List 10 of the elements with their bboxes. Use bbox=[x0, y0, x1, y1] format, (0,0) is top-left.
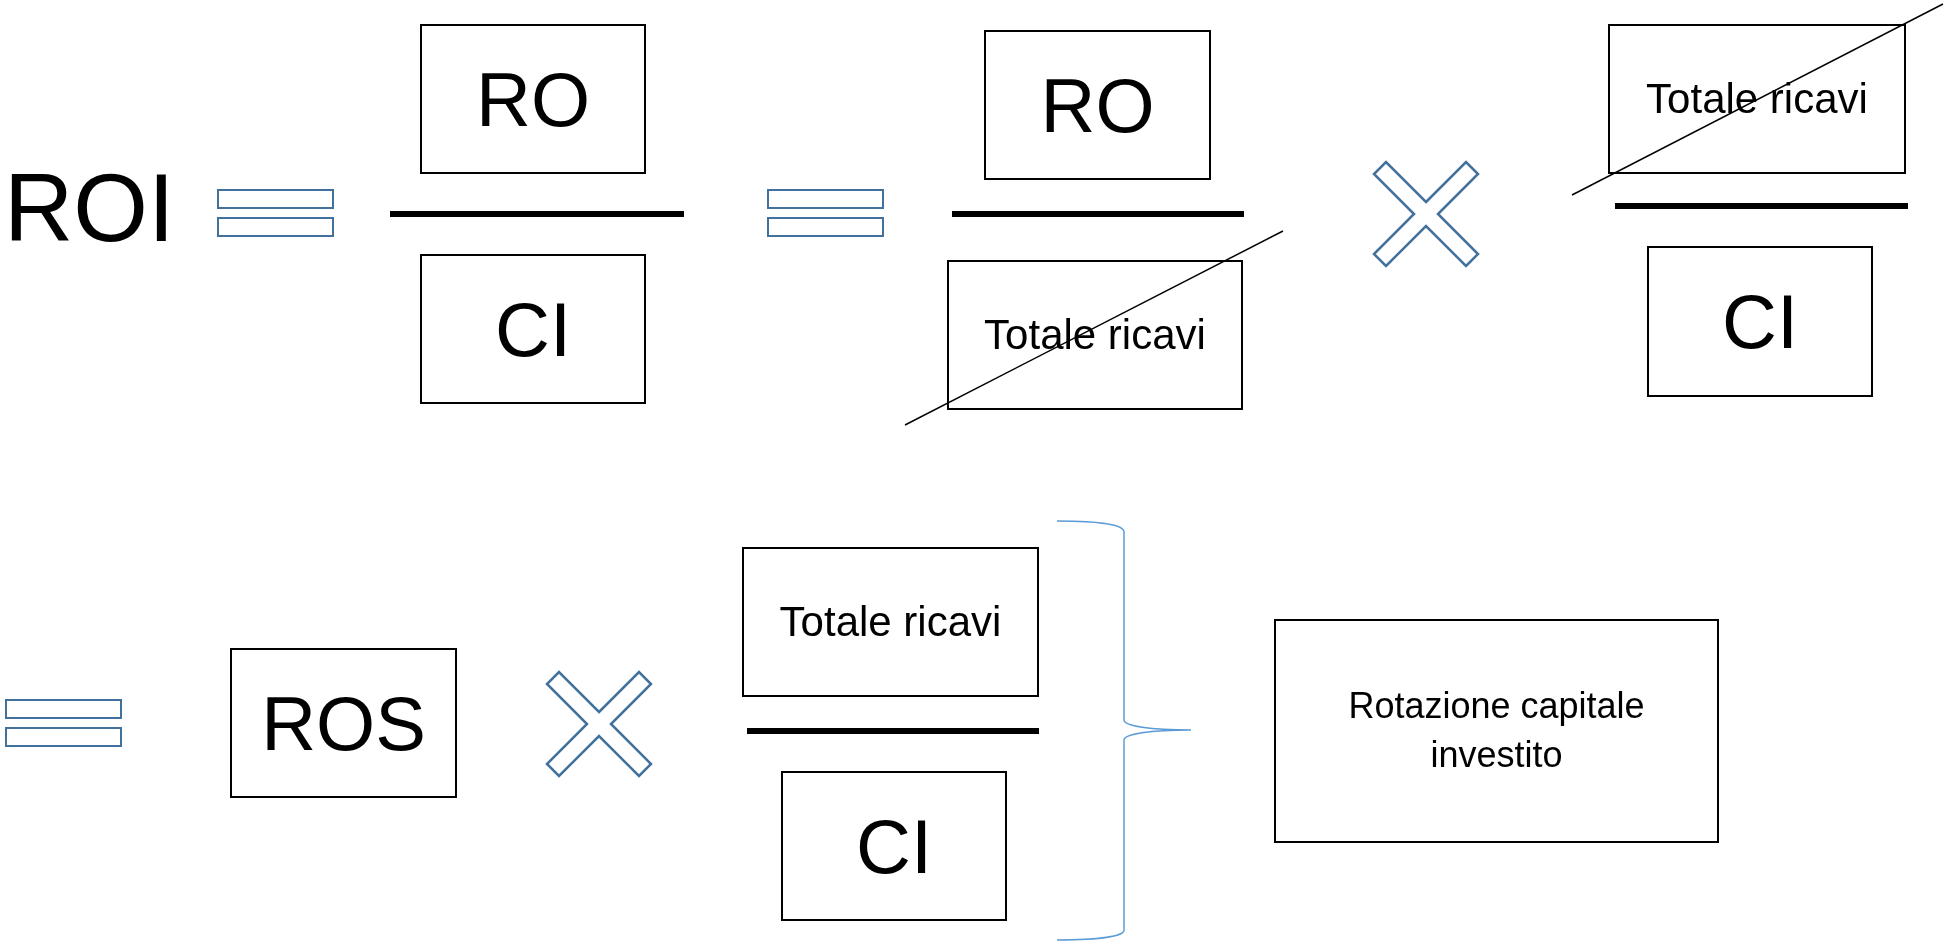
numerator-box: Totale ricavi bbox=[1608, 24, 1906, 174]
denominator-box: CI bbox=[781, 771, 1007, 921]
term-box: ROS bbox=[230, 648, 457, 798]
numerator-box: RO bbox=[420, 24, 646, 174]
numerator-box: RO bbox=[984, 30, 1211, 180]
denominator-box: CI bbox=[420, 254, 646, 404]
result-box: Rotazione capitale investito bbox=[1274, 619, 1719, 843]
formula-label: ROI bbox=[4, 160, 175, 256]
denominator-box: CI bbox=[1647, 246, 1873, 397]
numerator-box: Totale ricavi bbox=[742, 547, 1039, 697]
